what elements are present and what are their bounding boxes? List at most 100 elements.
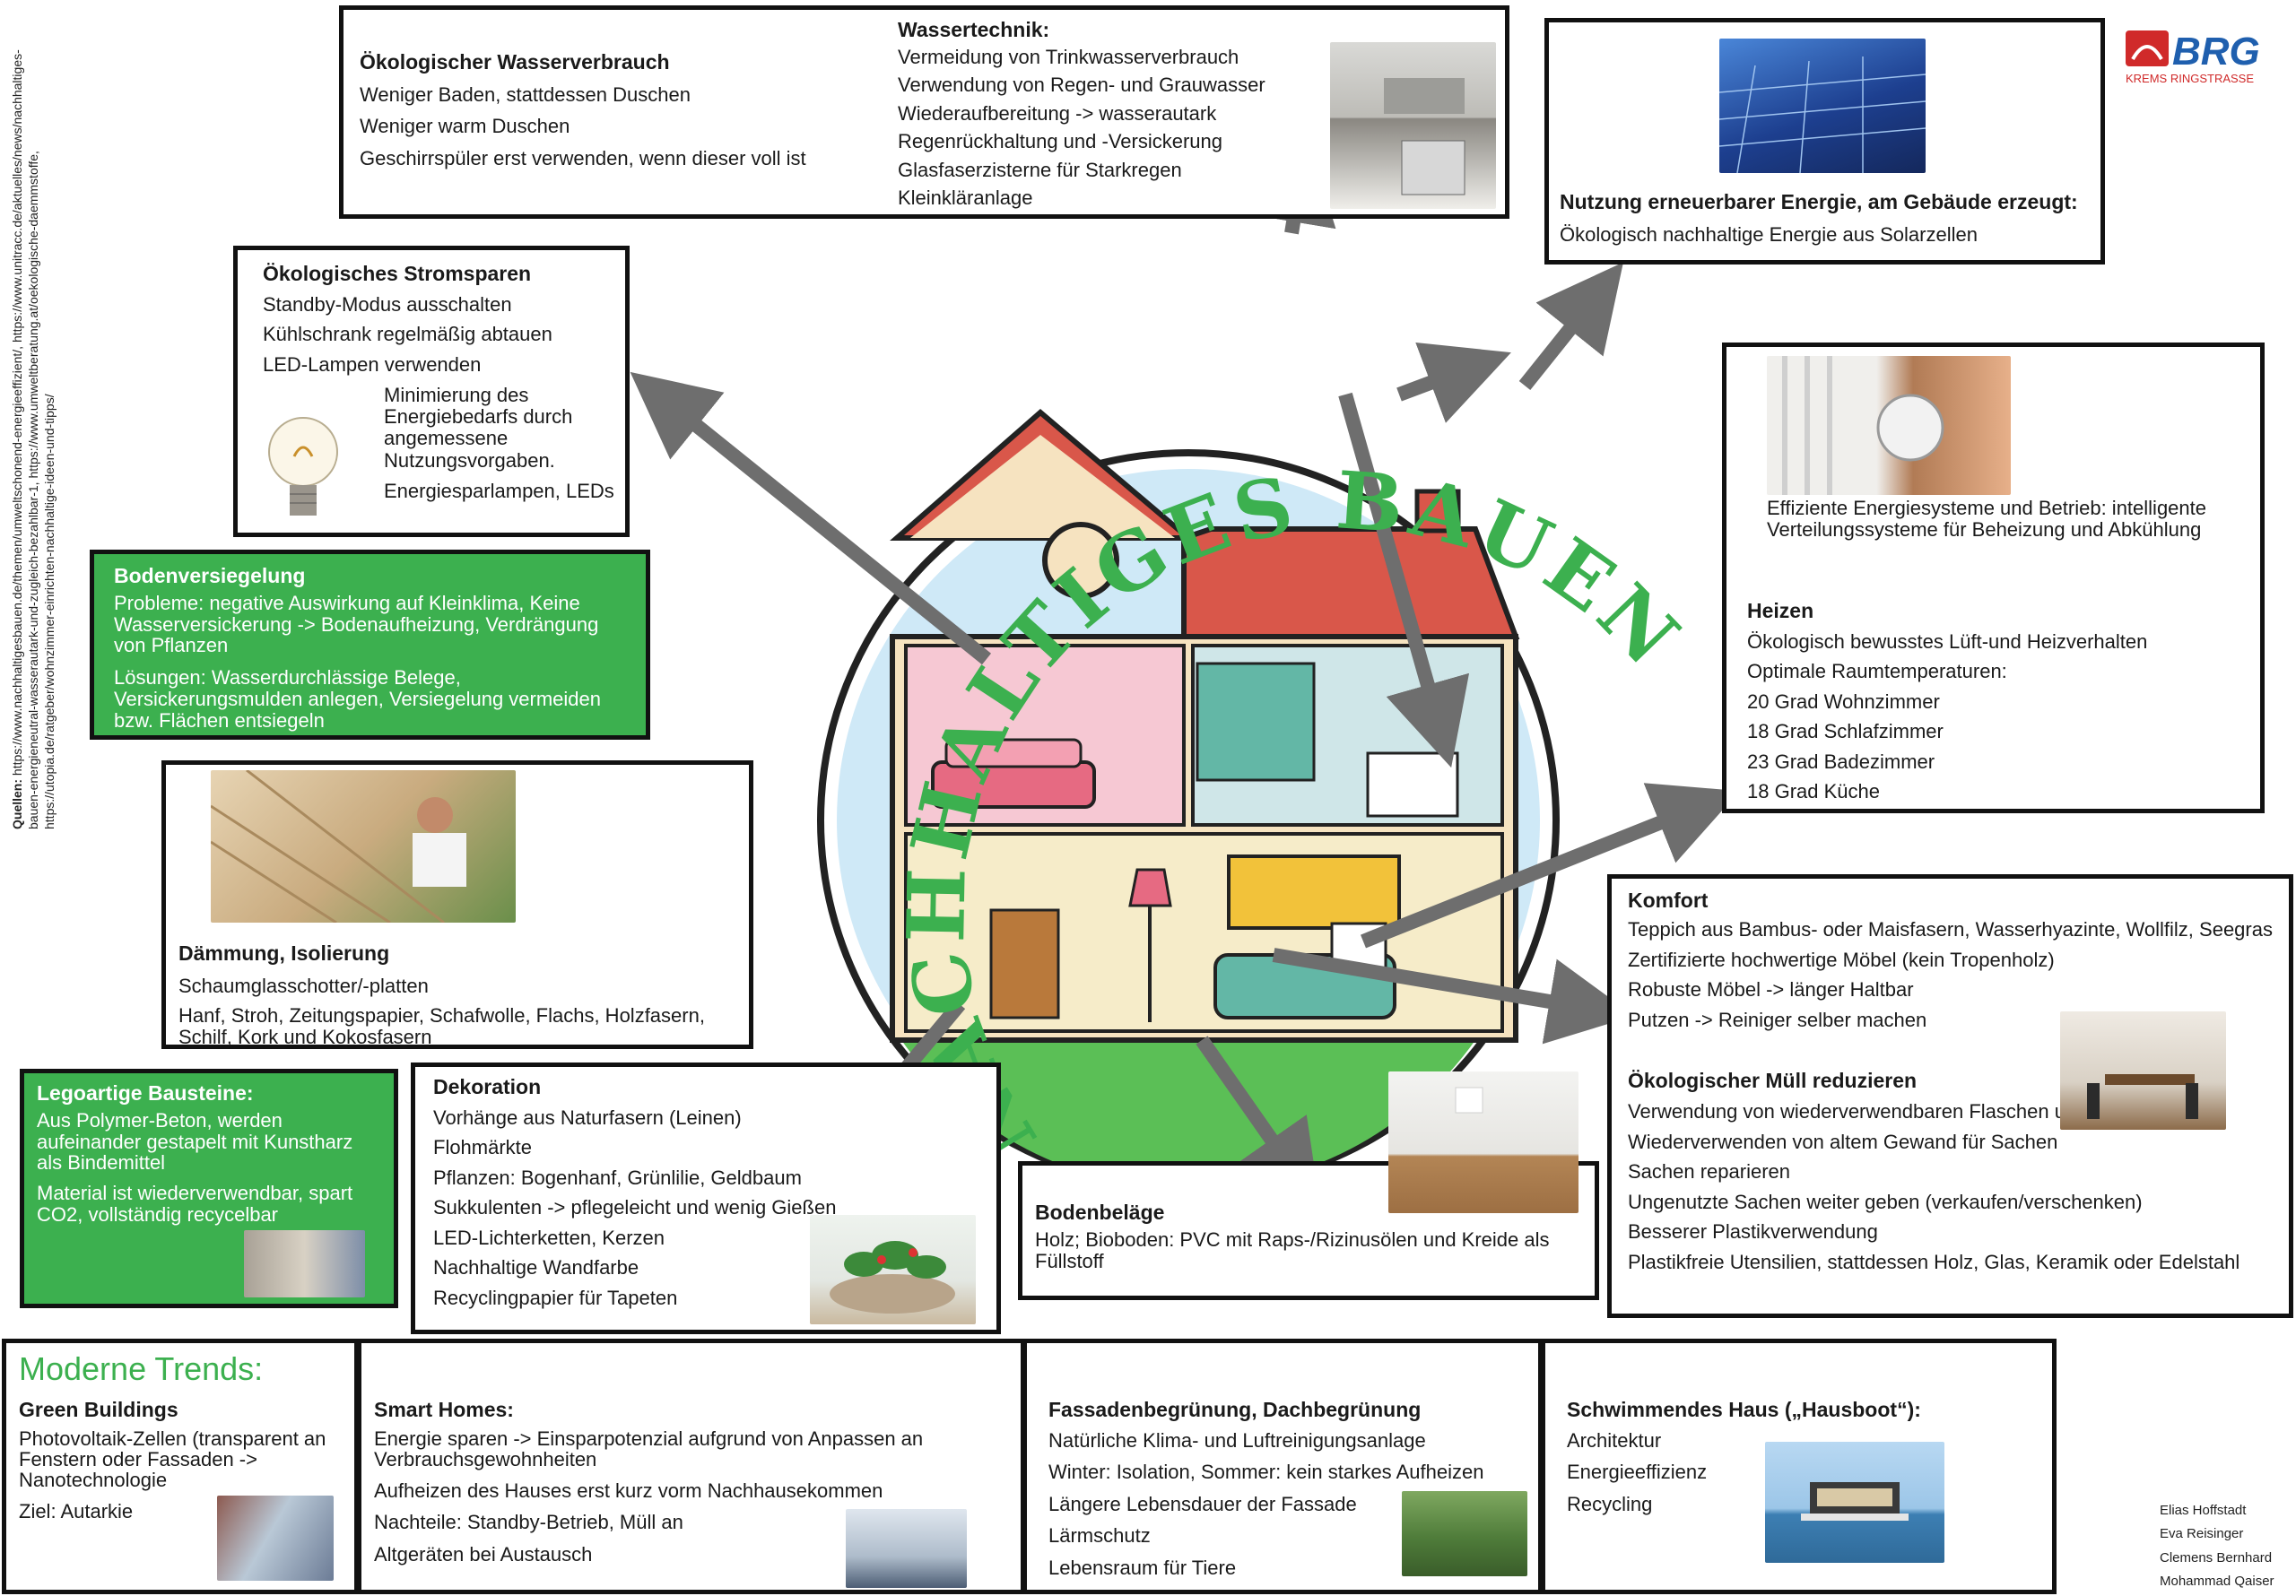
komfort-line: Putzen -> Reiniger selber machen: [1628, 1008, 1927, 1031]
arrow-energie: [1518, 262, 1623, 390]
plants-photo: [810, 1215, 976, 1324]
arrow-bathroom: [1338, 392, 1470, 768]
komfort-line: Robuste Möbel -> länger Haltbar: [1628, 978, 1914, 1002]
wassertechnik-line: Glasfaserzisterne für Starkregen: [898, 158, 1182, 181]
daemmung-line: Hanf, Stroh, Zeitungspapier, Schafwolle,…: [178, 1004, 705, 1049]
dekoration-line: Nachhaltige Wandfarbe: [433, 1256, 639, 1279]
lego-line: Aus Polymer-Beton, werden aufeinander ge…: [37, 1108, 353, 1175]
smart-home-photo: [846, 1509, 967, 1588]
muell-line: Besserer Plastikverwendung: [1628, 1220, 1878, 1244]
green-facade-photo: [1402, 1491, 1527, 1576]
author-name: Elias Hoffstadt: [2160, 1503, 2247, 1518]
trend-smart-box: Smart Homes: Energie sparen -> Einsparpo…: [357, 1339, 1025, 1594]
right-roof: [1181, 526, 1520, 639]
dekoration-line: Vorhänge aus Naturfasern (Leinen): [433, 1106, 742, 1129]
arrow-heizen: [1361, 783, 1740, 949]
trend-smart-line: Nachteile: Standby-Betrieb, Müll an: [374, 1511, 683, 1534]
heizen-line: 20 Grad Wohnzimmer: [1747, 690, 1940, 713]
wasserverbrauch-line: Geschirrspüler erst verwenden, wenn dies…: [360, 146, 806, 169]
arrow-bodenbelaege: [1196, 1036, 1321, 1210]
wasser-box: Ökologischer Wasserverbrauch Weniger Bad…: [339, 5, 1509, 219]
trend-haus-line: Energieeffizienz: [1567, 1461, 1708, 1484]
bodenbelaege-line: Holz; Bioboden: PVC mit Raps-/Rizinusöle…: [1035, 1227, 1550, 1272]
insulation-photo: [210, 768, 516, 924]
daemmung-box: Dämmung, Isolierung Schaumglasschotter/-…: [161, 760, 753, 1049]
wassertechnik-line: Wiederaufbereitung -> wasserautark: [898, 101, 1217, 125]
dekoration-line: Pflanzen: Bogenhanf, Grünlilie, Geldbaum: [433, 1166, 802, 1189]
trend-green-title: Green Buildings: [19, 1398, 178, 1421]
author-name: Clemens Bernhard: [2160, 1549, 2273, 1566]
wasserverbrauch-title: Ökologischer Wasserverbrauch: [360, 50, 670, 74]
trend-fassade-line: Winter: Isolation, Sommer: kein starkes …: [1048, 1461, 1484, 1484]
thermostat-photo: [1767, 356, 2011, 495]
stromsparen-title: Ökologisches Stromsparen: [263, 262, 532, 285]
trend-smart-title: Smart Homes:: [374, 1398, 514, 1421]
komfort-line: Zertifizierte hochwertige Möbel (kein Tr…: [1628, 948, 2055, 971]
muell-line: Sachen reparieren: [1628, 1160, 1791, 1184]
wasserverbrauch-line: Weniger Baden, stattdessen Duschen: [360, 82, 691, 106]
trend-green-line: Ziel: Autarkie: [19, 1500, 134, 1523]
trend-fassade-line: Natürliche Klima- und Luftreinigungsanla…: [1048, 1428, 1426, 1452]
floor-photo: [1388, 1071, 1578, 1213]
lego-title: Legoartige Bausteine:: [37, 1081, 254, 1105]
dekoration-title: Dekoration: [433, 1075, 542, 1098]
stromsparen-side: Minimierung des Energiebedarfs durch ang…: [384, 384, 573, 472]
dekoration-line: Sukkulenten -> pflegeleicht und wenig Gi…: [433, 1196, 837, 1219]
trend-smart-line: Aufheizen des Hauses erst kurz vorm Nach…: [374, 1479, 883, 1502]
bodenversiegelung-line: Probleme: negative Auswirkung auf Kleink…: [114, 591, 599, 657]
daemmung-title: Dämmung, Isolierung: [178, 941, 390, 965]
logo-subtitle: KREMS RINGSTRASSE: [2126, 72, 2254, 85]
trend-green-box: Moderne Trends: Green Buildings Photovol…: [2, 1339, 359, 1594]
heizen-box: Effiziente Energiesysteme und Betrieb: i…: [1722, 343, 2265, 813]
daemmung-line: Schaumglasschotter/-platten: [178, 974, 429, 997]
komfort-title: Komfort: [1628, 889, 1709, 912]
heizen-line: 18 Grad Küche: [1747, 780, 1880, 803]
building-blocks-photo: [244, 1230, 365, 1297]
stromsparen-box: Ökologisches Stromsparen Standby-Modus a…: [233, 246, 630, 537]
trend-smart-line: Altgeräten bei Austausch: [374, 1542, 593, 1566]
bodenversiegelung-box: Bodenversiegelung Probleme: negative Aus…: [90, 550, 650, 740]
grass: [901, 1040, 1475, 1189]
trend-fassade-title: Fassadenbegrünung, Dachbegrünung: [1048, 1398, 1422, 1421]
muell-line: Ungenutzte Sachen weiter geben (verkaufe…: [1628, 1190, 2143, 1213]
heizen-title: Heizen: [1747, 599, 1814, 622]
trend-smart-line: Energie sparen -> Einsparpotenzial aufgr…: [374, 1427, 924, 1470]
trend-fassade-line: Lebensraum für Tiere: [1048, 1556, 1237, 1579]
logo-icon: BRG KREMS RINGSTRASSE: [2126, 30, 2260, 85]
trends-heading: Moderne Trends:: [19, 1350, 264, 1387]
wasserverbrauch-line: Weniger warm Duschen: [360, 115, 570, 138]
muell-line: Wiederverwenden von altem Gewand für Sac…: [1628, 1130, 2058, 1153]
wassertechnik-line: Regenrückhaltung und -Versickerung: [898, 130, 1223, 153]
trend-green-line: Photovoltaik-Zellen (transparent an Fens…: [19, 1427, 326, 1491]
dekoration-line: Recyclingpapier für Tapeten: [433, 1286, 678, 1309]
round-window: [1042, 522, 1119, 599]
author-name: Mohammad Qaiser: [2160, 1573, 2274, 1589]
wassertechnik-title: Wassertechnik:: [898, 18, 1050, 41]
chimney: [1414, 489, 1461, 533]
heizen-line: 18 Grad Schlafzimmer: [1747, 720, 1944, 743]
sink-photo: [1330, 42, 1496, 209]
trend-fassade-box: Fassadenbegrünung, Dachbegrünung Natürli…: [1022, 1339, 1543, 1594]
muell-title: Ökologischer Müll reduzieren: [1628, 1069, 1918, 1093]
logo-text: BRG: [2172, 30, 2260, 74]
bulb-icon: [263, 412, 344, 528]
authors-list: Elias Hoffstadt Eva Reisinger Clemens Be…: [2160, 1499, 2274, 1593]
bodenbelaege-title: Bodenbeläge: [1035, 1201, 1165, 1224]
heizen-line: 23 Grad Badezimmer: [1747, 750, 1935, 773]
arrow-komfort: [1272, 948, 1635, 1045]
dining-photo: [2060, 1011, 2226, 1130]
energie-title: Nutzung erneuerbarer Energie, am Gebäude…: [1560, 190, 2078, 213]
school-logo: BRG KREMS RINGSTRASSE: [2124, 23, 2278, 95]
energie-line: Ökologisch nachhaltige Energie aus Solar…: [1560, 222, 1978, 246]
stromsparen-line: Standby-Modus ausschalten: [263, 292, 512, 316]
bodenversiegelung-line: Lösungen: Wasserdurchlässige Belege, Ver…: [114, 666, 602, 732]
lego-line: Material ist wiederverwendbar, spart CO2…: [37, 1182, 353, 1226]
lego-box: Legoartige Bausteine: Aus Polymer-Beton,…: [20, 1069, 398, 1308]
trend-haus-title: Schwimmendes Haus („Hausboot“):: [1567, 1398, 1921, 1421]
houseboat-photo: [1765, 1442, 1944, 1563]
dekoration-line: Flohmärkte: [433, 1136, 533, 1159]
heizen-intro: Effiziente Energiesysteme und Betrieb: i…: [1767, 497, 2206, 542]
dekoration-line: LED-Lichterketten, Kerzen: [433, 1226, 665, 1249]
heizen-line: Ökologisch bewusstes Lüft-und Heizverhal…: [1747, 629, 2148, 653]
energie-box: Nutzung erneuerbarer Energie, am Gebäude…: [1544, 18, 2105, 265]
